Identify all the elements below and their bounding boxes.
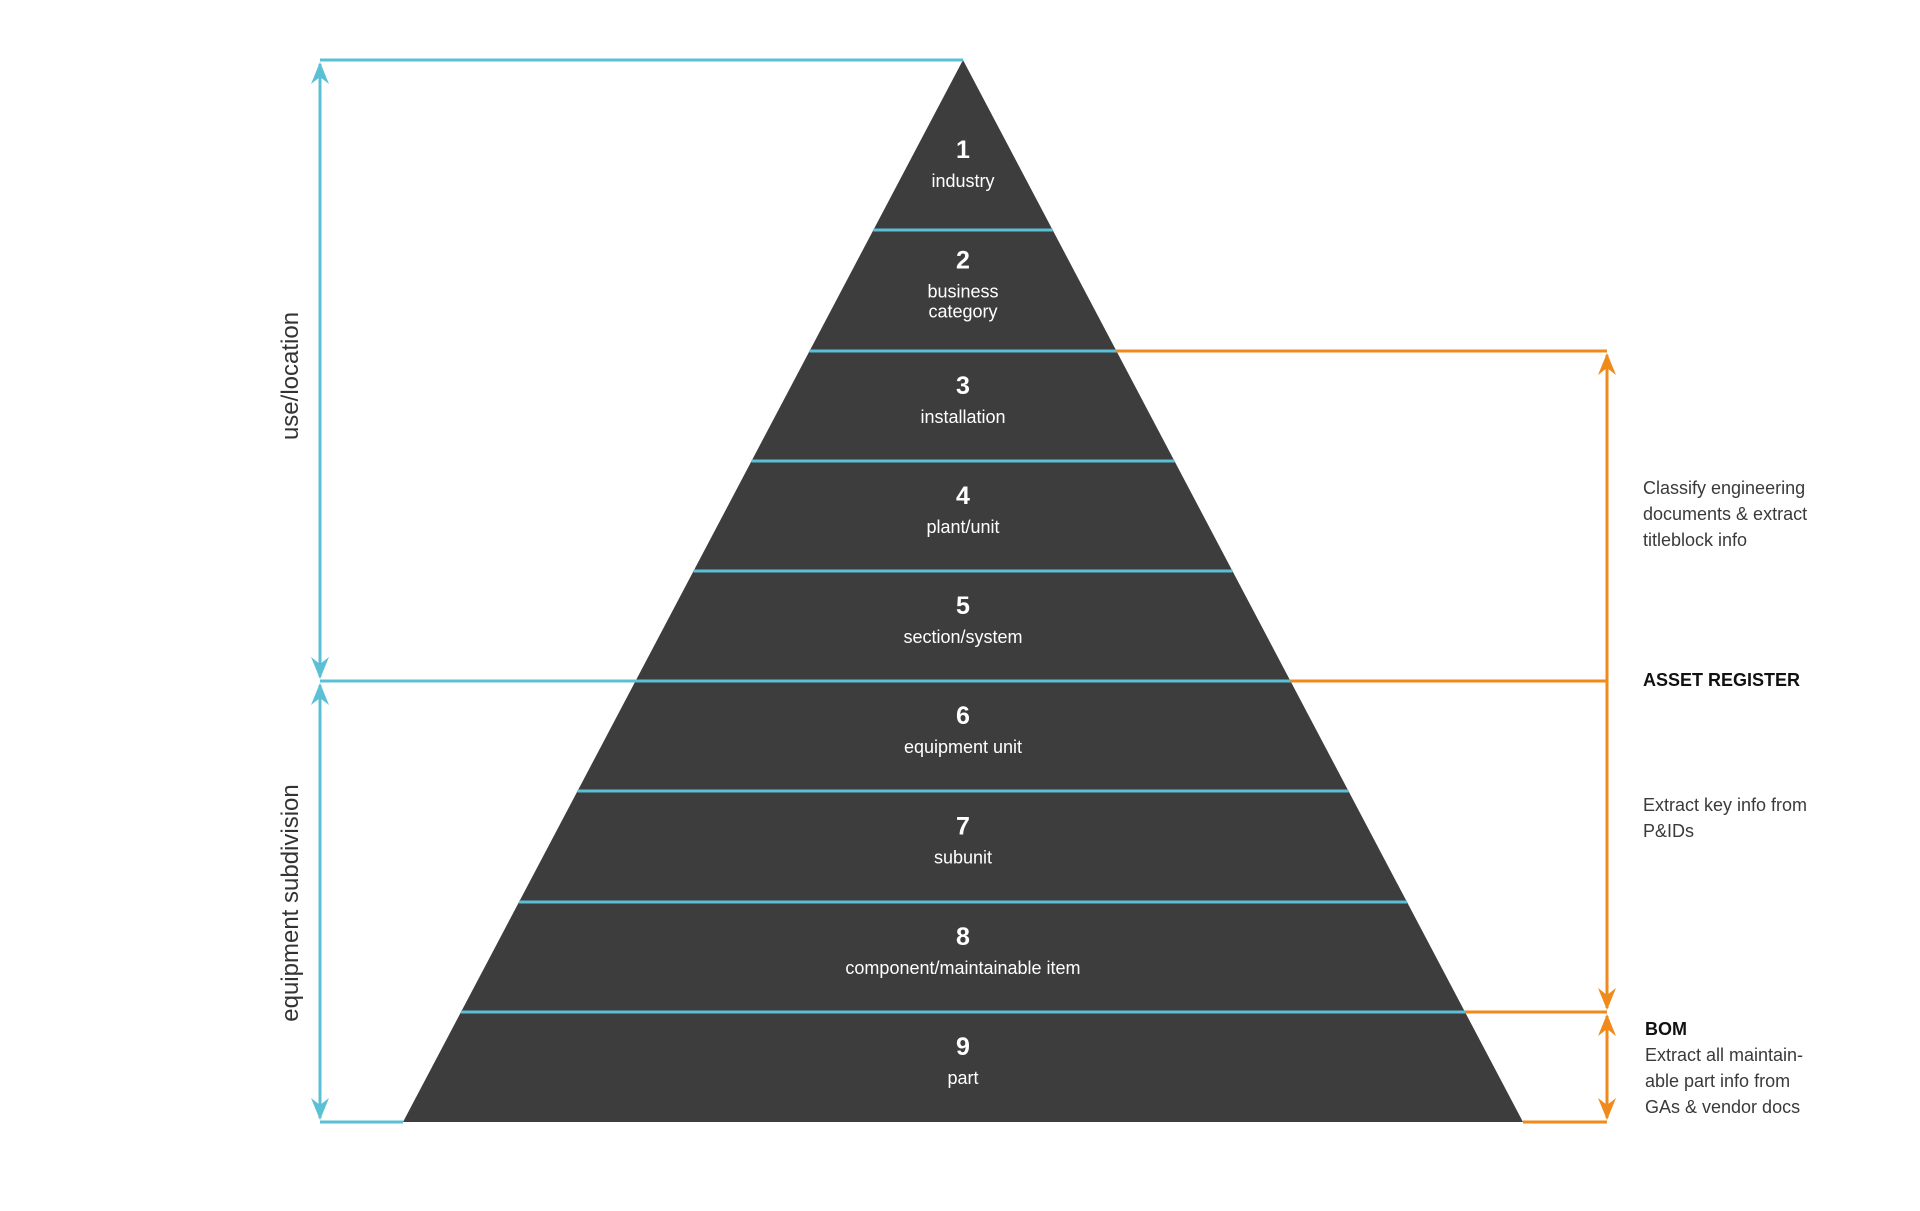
bom-arrow-up bbox=[1598, 1014, 1616, 1036]
bom-note-line-3: GAs & vendor docs bbox=[1645, 1097, 1800, 1117]
pid-note-line-2: P&IDs bbox=[1643, 821, 1694, 841]
equipment-subdivision-label: equipment subdivision bbox=[277, 784, 304, 1021]
equipment-subdivision-arrow-down bbox=[311, 1098, 329, 1120]
level-2-label-line-2: category bbox=[928, 302, 997, 322]
left-brackets bbox=[311, 58, 963, 1124]
use-location-arrow-down bbox=[311, 657, 329, 679]
level-5-label-line-1: section/system bbox=[903, 627, 1022, 647]
orange-arrow-down bbox=[1598, 988, 1616, 1010]
bom-note-line-1: Extract all maintain- bbox=[1645, 1045, 1803, 1065]
equipment-subdivision-arrow-up bbox=[311, 683, 329, 705]
level-dividers bbox=[461, 228, 1465, 1014]
use-location-label: use/location bbox=[277, 312, 304, 440]
level-1-label-line-1: industry bbox=[931, 171, 994, 191]
level-2-number: 2 bbox=[956, 247, 970, 275]
level-4-number: 4 bbox=[956, 482, 970, 510]
right-brackets bbox=[1116, 349, 1616, 1124]
classify-note-line-1: Classify engineering bbox=[1643, 478, 1805, 498]
level-2-label-line-1: business bbox=[927, 282, 998, 302]
level-7-label-line-1: subunit bbox=[934, 848, 992, 868]
pid-note-line-1: Extract key info from bbox=[1643, 795, 1807, 815]
classify-note-line-2: documents & extract bbox=[1643, 504, 1807, 524]
classify-note-line-3: titleblock info bbox=[1643, 530, 1747, 550]
bom-note-line-2: able part info from bbox=[1645, 1071, 1790, 1091]
level-6-label-line-1: equipment unit bbox=[904, 737, 1022, 757]
level-9-label-line-1: part bbox=[947, 1068, 978, 1088]
level-8-number: 8 bbox=[956, 923, 970, 951]
level-1-number: 1 bbox=[956, 136, 970, 164]
orange-arrow-up bbox=[1598, 353, 1616, 375]
pyramid bbox=[403, 60, 1523, 1122]
level-7-number: 7 bbox=[956, 813, 970, 841]
level-5-number: 5 bbox=[956, 592, 970, 620]
bom-arrow-down bbox=[1598, 1098, 1616, 1120]
level-4-label-line-1: plant/unit bbox=[926, 517, 999, 537]
level-3-number: 3 bbox=[956, 372, 970, 400]
use-location-arrow-up bbox=[311, 62, 329, 84]
right-notes: Classify engineering documents & extract t… bbox=[1643, 478, 1807, 1117]
level-3-label-line-1: installation bbox=[920, 407, 1005, 427]
level-6-number: 6 bbox=[956, 702, 970, 730]
level-9-number: 9 bbox=[956, 1033, 970, 1061]
asset-register-label: ASSET REGISTER bbox=[1643, 670, 1800, 690]
level-8-label-line-1: component/maintainable item bbox=[845, 958, 1080, 978]
bom-label: BOM bbox=[1645, 1019, 1687, 1039]
